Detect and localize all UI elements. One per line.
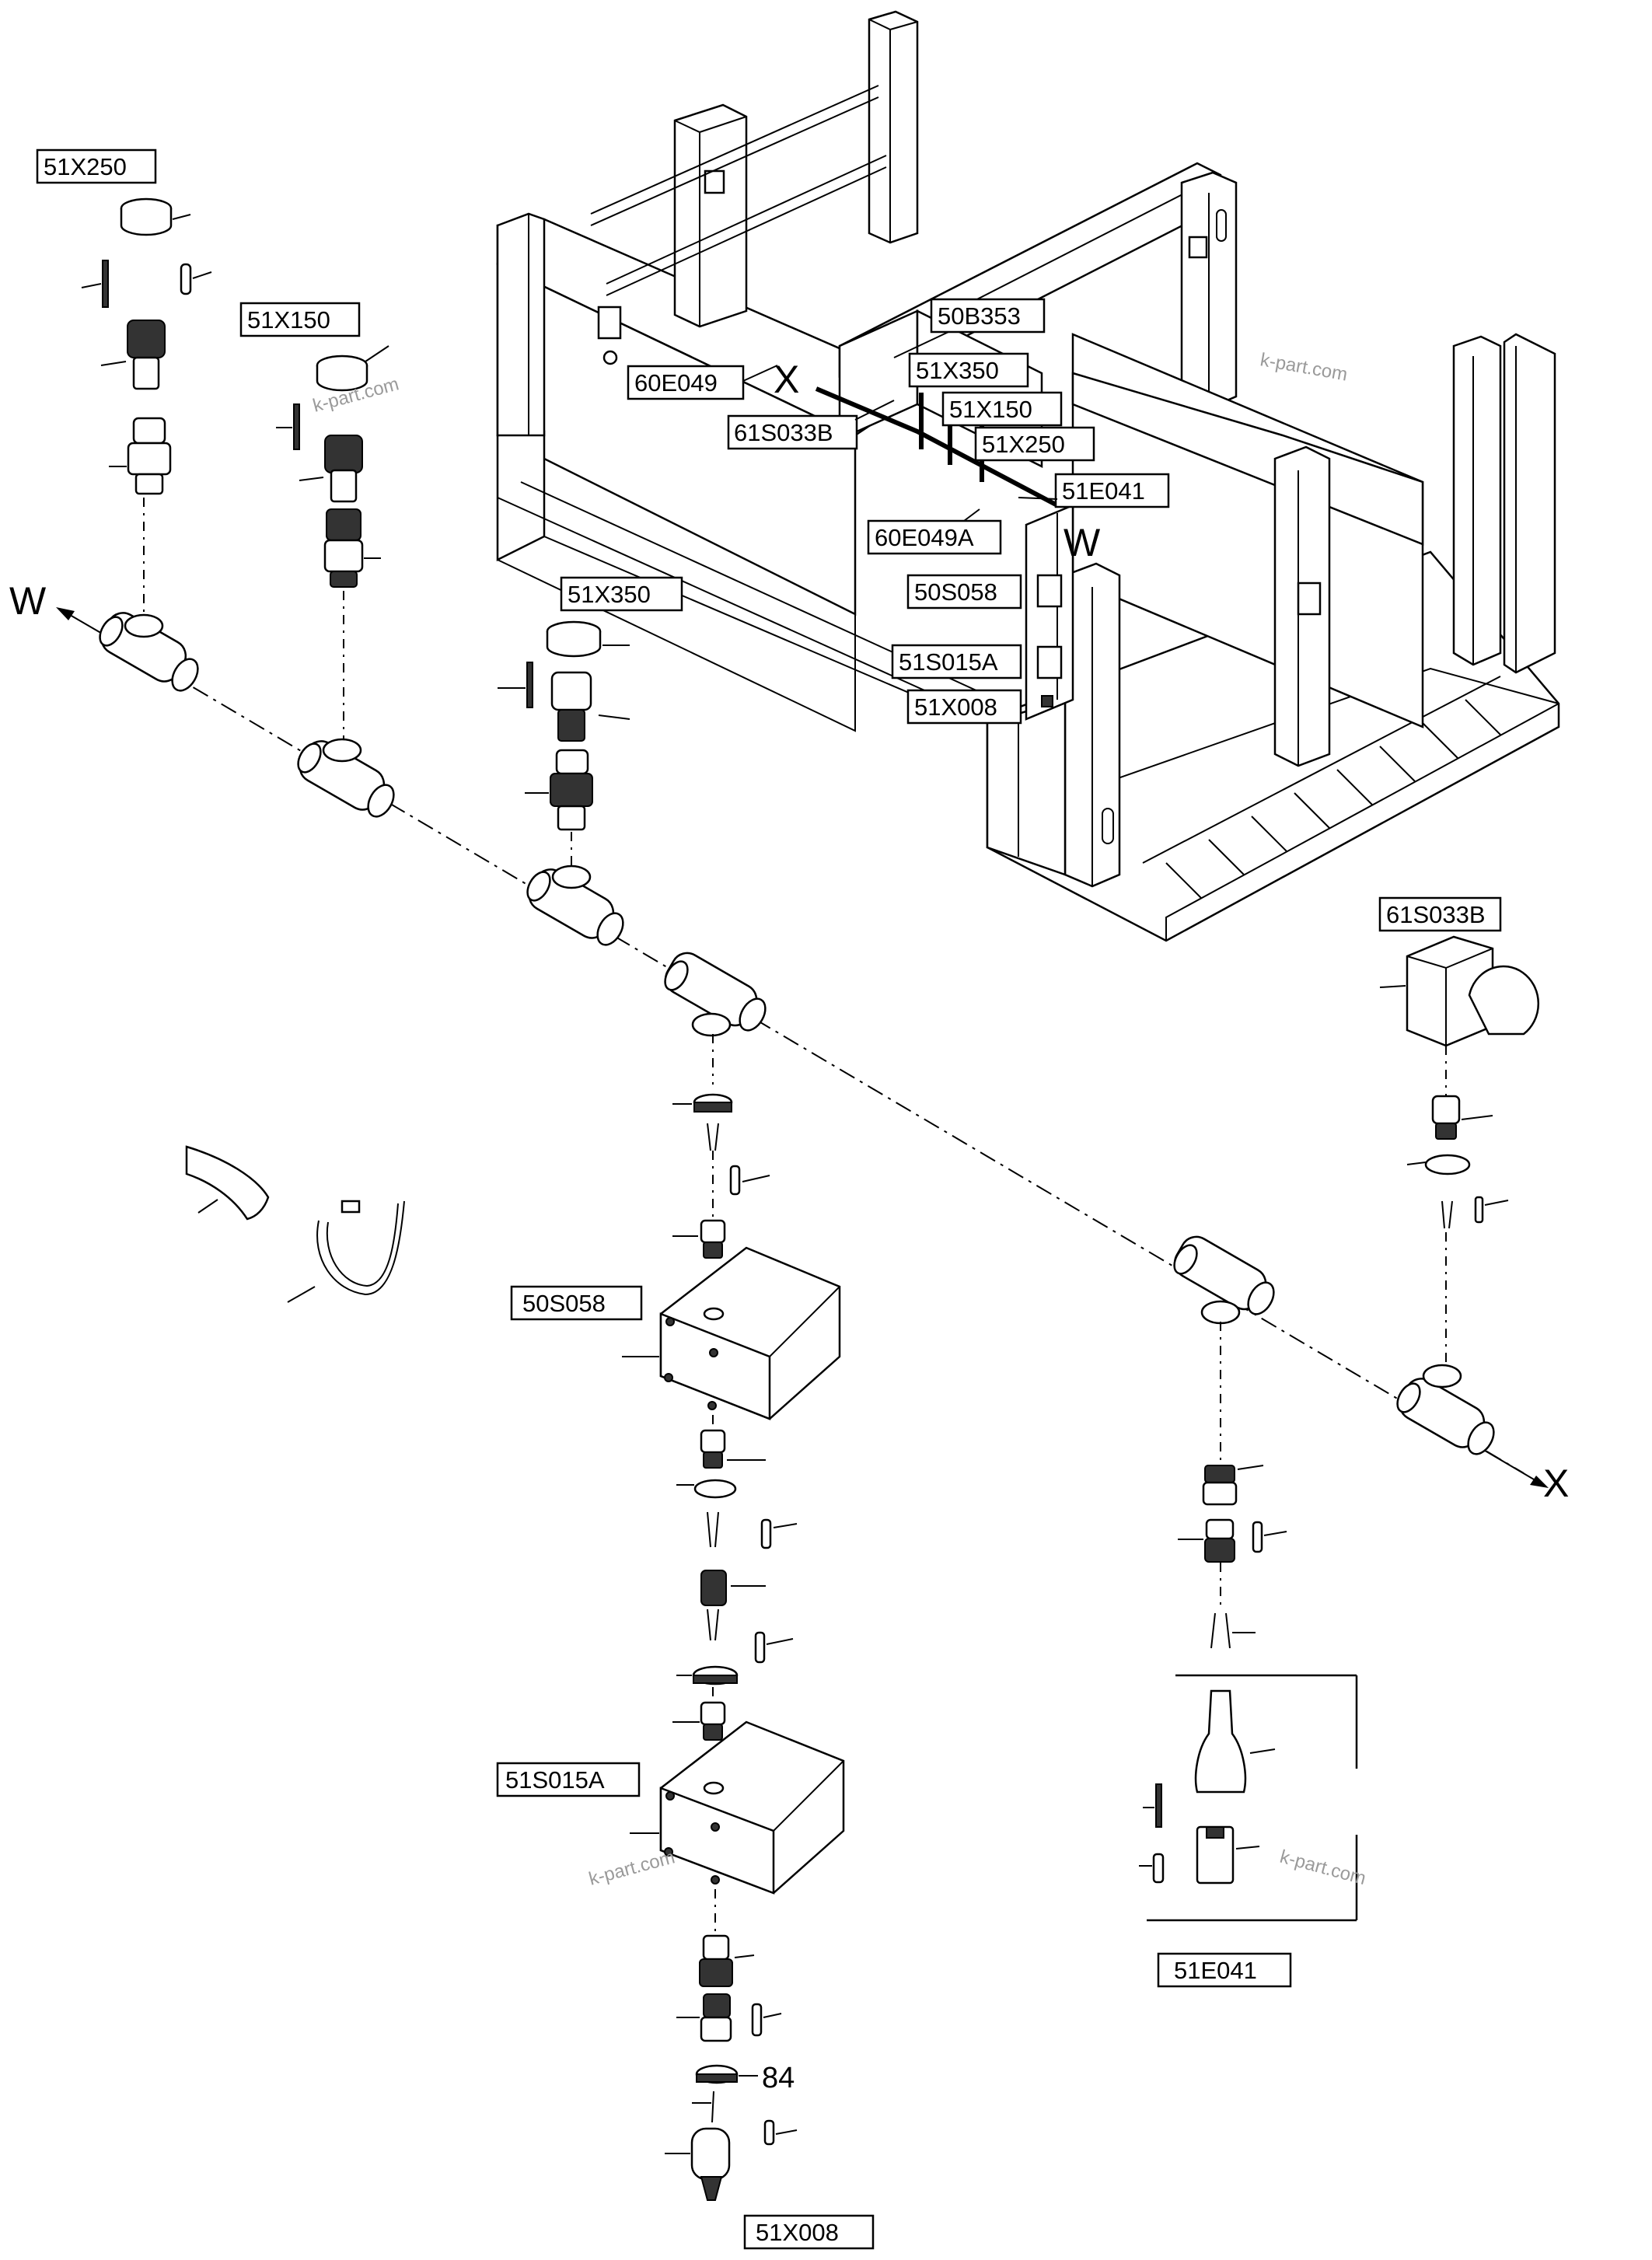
label-51X008-bottom: 51X008 bbox=[756, 2219, 839, 2246]
label-50S058-frame: 50S058 bbox=[914, 578, 997, 606]
label-50B353: 50B353 bbox=[938, 302, 1021, 330]
label-61S033B-right: 61S033B bbox=[1386, 901, 1486, 928]
label-51E041-frame: 51E041 bbox=[1062, 477, 1145, 505]
switch-51S015A-on-frame bbox=[1036, 645, 1063, 679]
label-51E041-bottom: 51E041 bbox=[1174, 1957, 1257, 1984]
watermark-4: k-part.com bbox=[1277, 1846, 1367, 1889]
item-number-84: 84 bbox=[762, 2062, 795, 2094]
label-50S058-left: 50S058 bbox=[522, 1290, 606, 1317]
cable-tie-icon bbox=[287, 1200, 405, 1303]
label-51S015A-left: 51S015A bbox=[505, 1766, 605, 1794]
label-51X150-frame: 51X150 bbox=[949, 396, 1032, 423]
label-51X250-top: 51X250 bbox=[44, 153, 127, 180]
watermark-2: k-part.com bbox=[1259, 349, 1349, 385]
label-60E049: 60E049 bbox=[634, 369, 718, 396]
marker-x-frame: X bbox=[774, 358, 799, 401]
branch-50S058-51S015A bbox=[622, 1034, 845, 2201]
branch-51X250 bbox=[81, 197, 212, 614]
label-51X008-frame: 51X008 bbox=[914, 693, 997, 721]
branch-51E041 bbox=[1139, 1322, 1358, 1922]
arrow-x-icon bbox=[1476, 1445, 1549, 1488]
label-51X250-frame: 51X250 bbox=[982, 431, 1065, 458]
marker-w-frame: W bbox=[1063, 521, 1101, 564]
label-51X350-mid: 51X350 bbox=[568, 581, 651, 608]
label-51X350-frame: 51X350 bbox=[916, 357, 999, 384]
label-60E049A: 60E049A bbox=[875, 524, 974, 551]
switch-50S058-on-frame bbox=[1036, 574, 1063, 608]
label-61S033B-frame: 61S033B bbox=[734, 419, 833, 446]
base-grid bbox=[1142, 676, 1501, 899]
branch-51X150 bbox=[276, 345, 389, 739]
marker-w-left: W bbox=[9, 579, 47, 623]
label-51X150-top: 51X150 bbox=[247, 306, 330, 334]
label-51S015A-frame: 51S015A bbox=[899, 648, 998, 676]
watermark-3: k-part.com bbox=[587, 1846, 677, 1889]
switch-61S033B: 61S033B bbox=[1378, 896, 1540, 1368]
branch-51X350 bbox=[498, 620, 630, 867]
machine-frame bbox=[496, 10, 1560, 942]
t-connectors bbox=[99, 612, 1495, 1455]
marker-x-right: X bbox=[1543, 1462, 1569, 1505]
tube-sleeve-icon bbox=[185, 1145, 270, 1221]
